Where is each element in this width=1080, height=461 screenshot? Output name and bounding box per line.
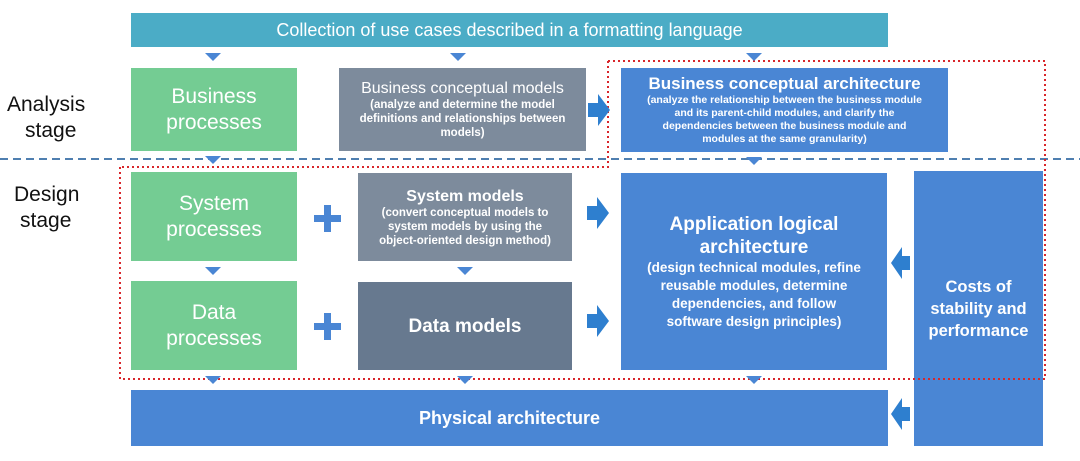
costs-line-1: Costs of	[945, 277, 1012, 296]
down-arrow-header-1	[205, 53, 221, 61]
business-conceptual-architecture-box: Business conceptual architecture (analyz…	[621, 68, 948, 152]
physical-architecture-label: Physical architecture	[418, 407, 601, 428]
business-processes-box: Business processes	[131, 68, 297, 151]
red-dotted-outline-top	[120, 60, 1046, 378]
business-conceptual-architecture-desc-3: dependencies between the business module…	[662, 120, 907, 132]
business-conceptual-models-desc-2: definitions and relationships between	[359, 113, 566, 125]
design-stage-line-1: Design	[14, 183, 80, 206]
down-arrow-business-to-system	[205, 156, 221, 164]
data-processes-box: Data processes	[131, 281, 297, 370]
left-arrow-costs-to-physical	[891, 398, 910, 430]
business-conceptual-architecture-title: Business conceptual architecture	[648, 74, 921, 93]
system-models-desc-3: object-oriented design method)	[379, 234, 551, 247]
analysis-stage-label: Analysis stage	[7, 92, 85, 144]
down-arrow-ala-to-physical	[746, 376, 762, 384]
costs-box: Costs of stability and performance	[914, 171, 1043, 446]
system-models-desc-2: system models by using the	[387, 220, 542, 233]
system-processes-line-1: System	[178, 191, 249, 215]
data-processes-line-2: processes	[166, 326, 262, 350]
business-conceptual-models-title: Business conceptual models	[361, 80, 564, 97]
application-logical-architecture-box: Application logical architecture (design…	[621, 173, 887, 370]
plus-icon-data	[314, 313, 341, 340]
data-models-box: Data models	[358, 282, 572, 370]
business-processes-line-2: processes	[166, 110, 262, 134]
analysis-stage-line-2: stage	[25, 119, 77, 142]
application-logical-architecture-desc-4: software design principles)	[666, 313, 842, 329]
down-arrow-system-to-data	[205, 267, 221, 275]
business-conceptual-architecture-desc-1: (analyze the relationship between the bu…	[647, 94, 922, 106]
plus-icon-system	[314, 205, 341, 232]
data-processes-line-1: Data	[191, 300, 237, 324]
down-arrow-bca-to-ala	[746, 157, 762, 165]
data-models-label: Data models	[408, 315, 522, 337]
business-processes-line-1: Business	[171, 84, 257, 108]
business-conceptual-architecture-desc-4: modules at the same granularity)	[702, 133, 867, 145]
business-conceptual-architecture-desc-2: and its parent-child modules, and clarif…	[674, 107, 895, 119]
system-models-desc-1: (convert conceptual models to	[381, 206, 549, 219]
application-logical-architecture-desc-3: dependencies, and follow	[671, 295, 837, 311]
use-case-collection-label: Collection of use cases described in a f…	[276, 19, 743, 40]
system-processes-line-2: processes	[166, 217, 262, 241]
application-logical-architecture-title-1: Application logical	[669, 213, 839, 235]
physical-architecture-box: Physical architecture	[131, 390, 888, 446]
down-arrow-header-3	[746, 53, 762, 61]
system-processes-box: System processes	[131, 172, 297, 261]
down-arrow-data-to-physical-1	[205, 376, 221, 384]
business-conceptual-models-desc-1: (analyze and determine the model	[370, 99, 555, 111]
application-logical-architecture-desc-1: (design technical modules, refine	[647, 259, 861, 275]
costs-line-3: performance	[928, 321, 1029, 340]
left-arrow-costs-to-ala	[891, 247, 910, 279]
design-stage-line-2: stage	[20, 209, 72, 232]
down-arrow-sysmodels-to-datamodels	[457, 267, 473, 275]
design-stage-label: Design stage	[14, 182, 79, 234]
costs-line-2: stability and	[930, 299, 1027, 318]
down-arrow-header-2	[450, 53, 466, 61]
down-arrow-data-to-physical-2	[457, 376, 473, 384]
application-logical-architecture-desc-2: reusable modules, determine	[660, 277, 848, 293]
analysis-stage-line-1: Analysis	[7, 93, 86, 116]
business-conceptual-models-box: Business conceptual models (analyze and …	[339, 68, 586, 151]
red-dotted-outline-design	[119, 167, 1045, 380]
right-arrow-bcm-to-bca	[588, 94, 610, 126]
use-case-collection-bar: Collection of use cases described in a f…	[131, 13, 888, 47]
right-arrow-system-to-ala	[587, 197, 609, 229]
business-conceptual-models-desc-3: models)	[440, 127, 485, 139]
system-models-box: System models (convert conceptual models…	[358, 173, 572, 261]
right-arrow-data-to-ala	[587, 305, 609, 337]
system-models-title: System models	[406, 187, 524, 205]
application-logical-architecture-title-2: architecture	[699, 236, 809, 258]
